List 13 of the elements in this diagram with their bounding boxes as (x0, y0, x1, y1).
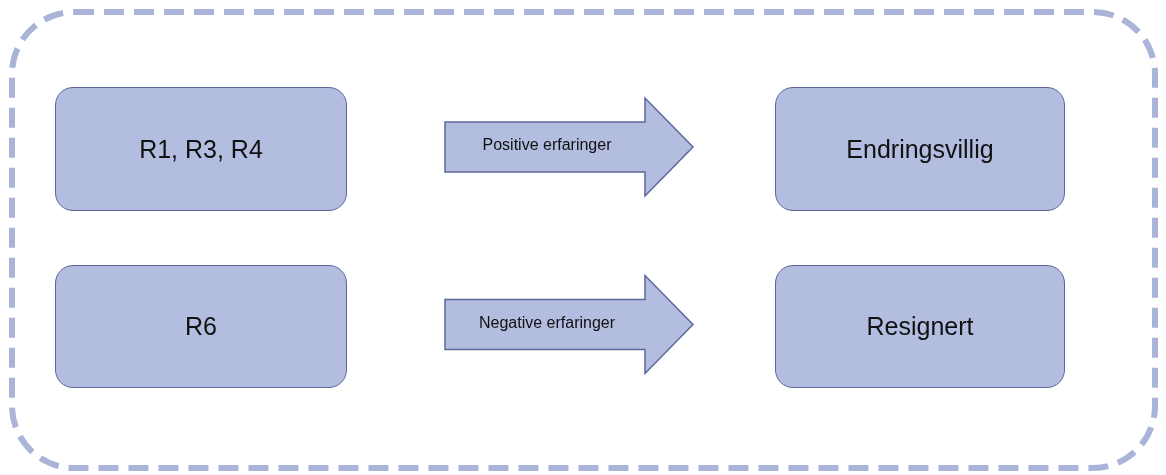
box-text: R6 (185, 312, 217, 341)
edge-label: Positive erfaringer (482, 136, 612, 154)
process-box (55, 265, 347, 388)
process-box (775, 87, 1065, 211)
box-text: Endringsvillig (846, 134, 994, 164)
block-arrow (444, 273, 695, 376)
process-box (775, 265, 1065, 388)
process-box (55, 87, 347, 211)
dashed-frame (12, 12, 1155, 468)
block-arrow (444, 96, 695, 198)
edge-label: Negative erfaringer (478, 313, 616, 332)
box-text: Resignert (866, 312, 974, 341)
box-text: R1, R3, R4 (139, 134, 263, 164)
